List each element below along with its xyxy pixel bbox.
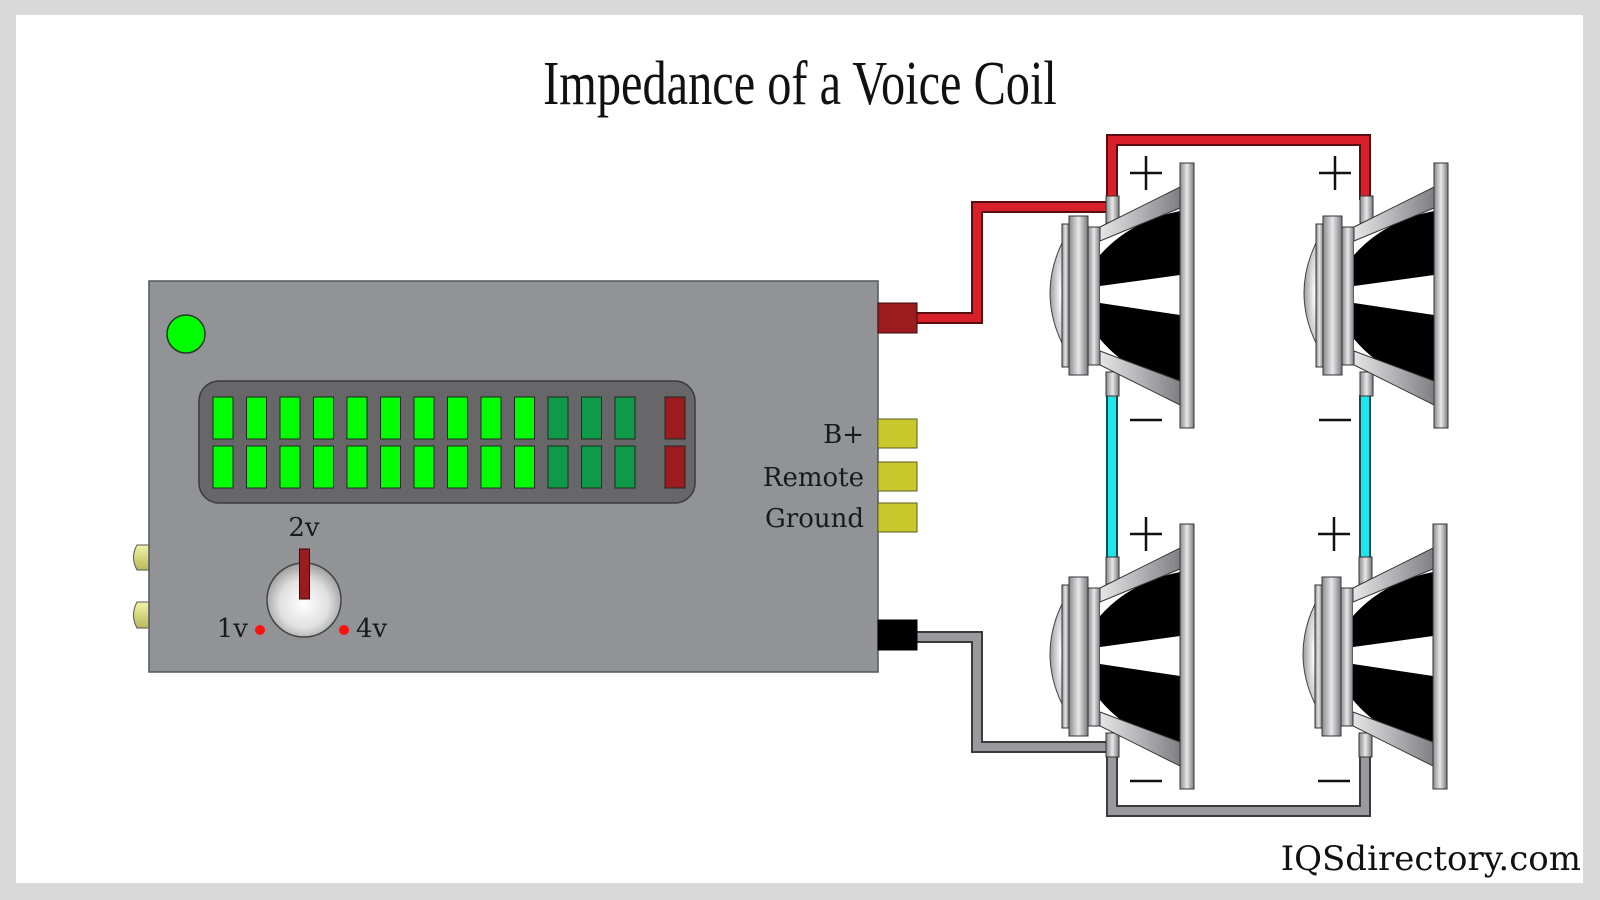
speaker-dust-cap: [1049, 242, 1063, 344]
terminal-label-ground: Ground: [765, 504, 864, 534]
meter-segment-ch1-10: [514, 396, 535, 440]
meter-segment-ch2-1: [212, 445, 234, 489]
terminal-b-plus[interactable]: [877, 418, 918, 449]
diagram-title: Impedance of a Voice Coil: [543, 49, 1057, 118]
speaker-top-right[interactable]: [1303, 156, 1449, 429]
meter-segment-ch2-5: [346, 445, 368, 489]
meter-segment-ch2-3: [279, 445, 301, 489]
speaker-back-plate: [1061, 584, 1070, 729]
meter-segment-ch1-4: [313, 396, 334, 440]
speaker-rim: [1432, 523, 1448, 790]
meter-segment-ch1-3: [279, 396, 301, 440]
meter-segment-ch1-8: [447, 396, 468, 440]
level-meter: [212, 396, 686, 489]
rca-input-1[interactable]: [133, 544, 150, 571]
gain-marker-4v: [339, 625, 349, 635]
meter-segment-ch1-7: [413, 396, 435, 440]
meter-segment-ch1-5: [346, 396, 368, 440]
speaker-cone-shade-lower: [1100, 664, 1180, 746]
meter-segment-ch2-4: [313, 445, 334, 489]
speaker-negative-terminal[interactable]: [1358, 732, 1373, 758]
speaker-top-left[interactable]: [1049, 156, 1195, 429]
speaker-back-plate: [1314, 584, 1323, 729]
rca-input-2[interactable]: [133, 601, 150, 629]
meter-segment-ch2-7: [413, 445, 435, 489]
speaker-dust-cap: [1303, 242, 1317, 344]
gain-label-1v: 1v: [217, 614, 249, 644]
speaker-front-plate: [1340, 587, 1354, 727]
speaker-negative-terminal[interactable]: [1105, 732, 1120, 758]
speaker-rim: [1433, 162, 1449, 429]
meter-segment-ch1-13: [614, 396, 636, 440]
meter-segment-ch1-9: [480, 396, 502, 440]
meter-segment-ch2-11: [547, 445, 569, 489]
speaker-front-plate: [1087, 226, 1101, 366]
speaker-magnet: [1068, 215, 1089, 376]
terminal-remote[interactable]: [877, 461, 918, 492]
speaker-cone-shade-lower: [1354, 303, 1434, 385]
speakers: [1049, 156, 1449, 790]
meter-segment-ch1-12: [581, 396, 602, 440]
speaker-back-plate: [1315, 223, 1324, 368]
meter-segment-ch2-13: [614, 445, 636, 489]
terminal-ground[interactable]: [877, 502, 918, 533]
speaker-cone-shade-upper: [1100, 211, 1180, 286]
meter-segment-ch2-12: [581, 445, 602, 489]
speaker-magnet: [1322, 215, 1343, 376]
speaker-back-plate: [1061, 223, 1070, 368]
speaker-rim: [1179, 523, 1195, 790]
negative-parallel-wire: [1106, 755, 1371, 817]
gain-label-2v: 2v: [288, 513, 320, 543]
power-led: [166, 314, 206, 354]
wiring: [917, 134, 1371, 817]
speaker-magnet: [1321, 576, 1342, 737]
speaker-bottom-left[interactable]: [1049, 517, 1195, 790]
gain-label-4v: 4v: [356, 614, 388, 644]
positive-wire-amp-to-speaker-core: [917, 203, 1108, 322]
speaker-cone-shade-upper: [1354, 211, 1434, 286]
meter-segment-ch2-6: [380, 445, 401, 489]
terminal-label-b-plus: B+: [823, 420, 864, 450]
negative-parallel-wire-core: [1108, 755, 1369, 815]
gain-knob-pointer: [299, 548, 310, 600]
speaker-negative-terminal[interactable]: [1359, 371, 1374, 397]
speaker-magnet: [1068, 576, 1089, 737]
meter-segment-ch1-14: [664, 396, 686, 440]
speaker-output-negative[interactable]: [877, 619, 918, 651]
speaker-cone-shade-lower: [1353, 664, 1433, 746]
speaker-cone-shade-lower: [1100, 303, 1180, 385]
negative-wire-amp-to-speaker-core: [917, 633, 1108, 751]
meter-segment-ch2-8: [447, 445, 468, 489]
gain-marker-1v: [255, 625, 265, 635]
speaker-cone-shade-upper: [1100, 572, 1180, 647]
positive-parallel-wire: [1106, 134, 1371, 200]
watermark: IQSdirectory.com: [1281, 839, 1581, 879]
meter-segment-ch2-2: [246, 445, 267, 489]
meter-segment-ch1-2: [246, 396, 267, 440]
terminal-label-remote: Remote: [763, 463, 864, 493]
positive-parallel-wire-core: [1108, 136, 1369, 200]
meter-segment-ch1-1: [212, 396, 234, 440]
speaker-dust-cap: [1302, 603, 1316, 705]
speaker-front-plate: [1087, 587, 1101, 727]
meter-segment-ch2-9: [480, 445, 502, 489]
speaker-cone-shade-upper: [1353, 572, 1433, 647]
meter-segment-ch2-14: [664, 445, 686, 489]
meter-segment-ch1-6: [380, 396, 401, 440]
meter-segment-ch1-11: [547, 396, 569, 440]
meter-segment-ch2-10: [514, 445, 535, 489]
speaker-output-positive[interactable]: [877, 302, 918, 334]
gain-knob[interactable]: [266, 548, 342, 638]
speaker-bottom-right[interactable]: [1302, 517, 1448, 790]
speaker-front-plate: [1341, 226, 1355, 366]
speaker-rim: [1179, 162, 1195, 429]
speaker-dust-cap: [1049, 603, 1063, 705]
speaker-negative-terminal[interactable]: [1105, 371, 1120, 397]
